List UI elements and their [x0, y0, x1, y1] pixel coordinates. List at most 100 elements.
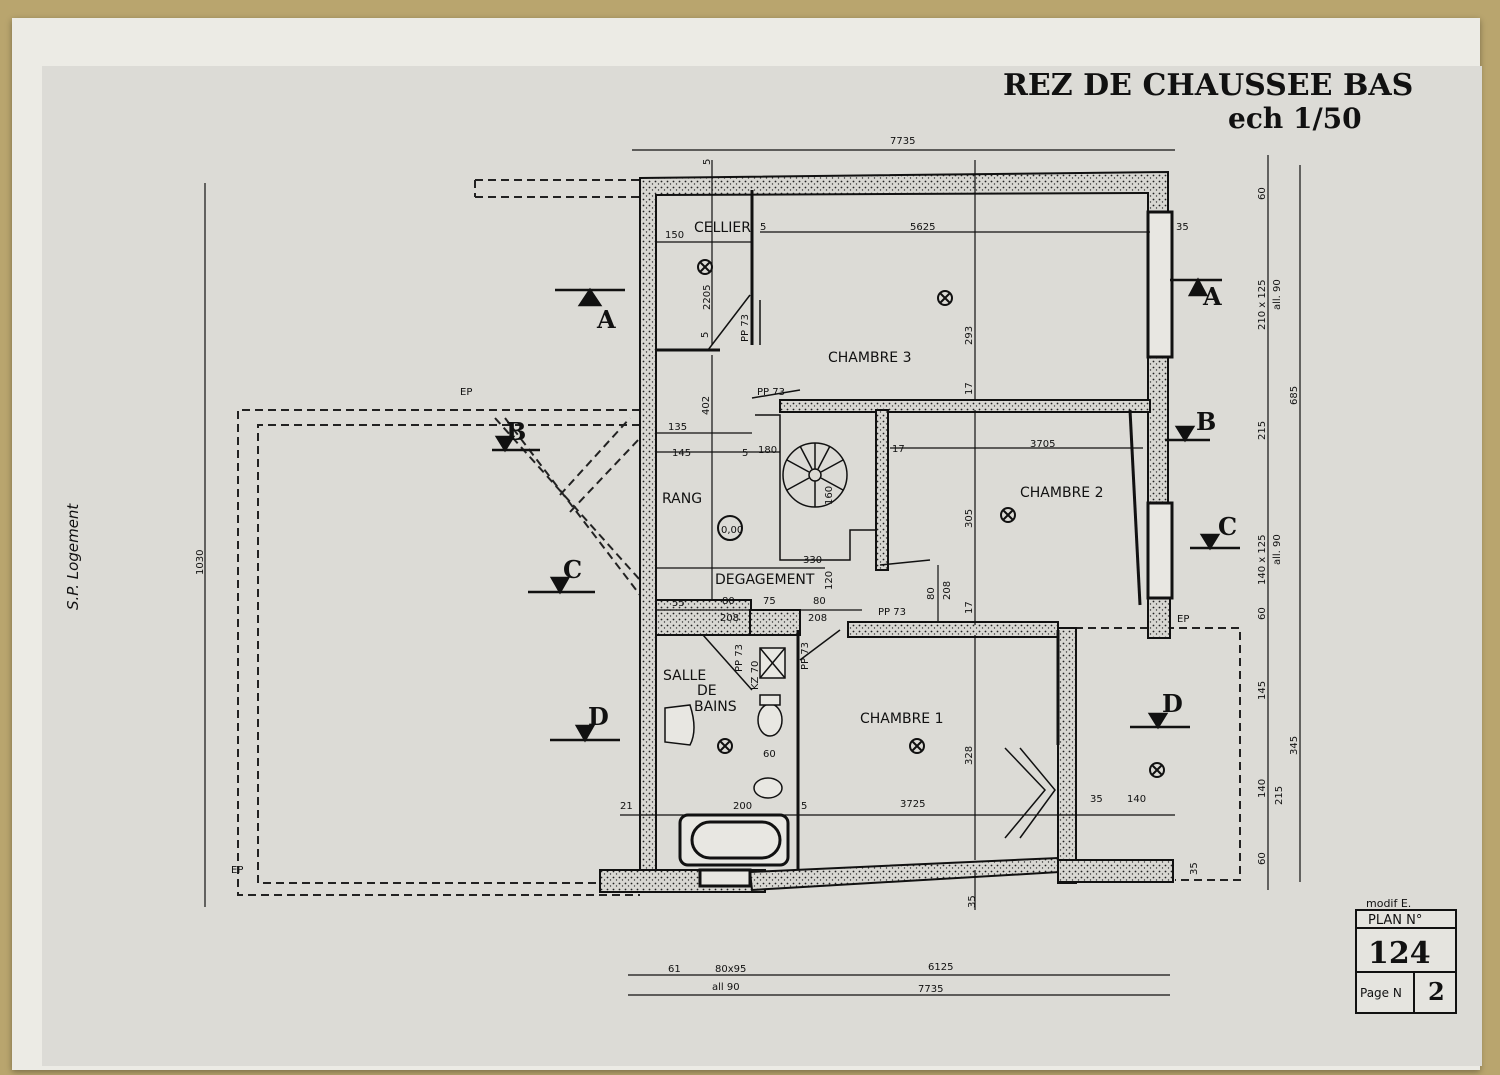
dimension-text: 35	[1176, 222, 1189, 233]
dimension-text: all 90	[712, 982, 740, 993]
interior-walls	[656, 190, 1174, 888]
dimension-text: 3705	[1030, 439, 1055, 450]
ep-label-1: EP	[460, 387, 472, 398]
print-area	[42, 66, 1482, 1066]
dimension-text: 140	[1257, 779, 1268, 798]
section-c-left: C	[563, 555, 582, 584]
dimension-text: 5	[801, 801, 807, 812]
section-c-right: C	[1218, 512, 1237, 541]
walls	[599, 170, 1174, 893]
dimension-text: 215	[1274, 786, 1285, 805]
dimension-text: 328	[964, 746, 975, 765]
dimension-text: 60	[1257, 607, 1268, 620]
dimension-text: 80	[926, 587, 937, 600]
dimension-text: 80x95	[715, 964, 746, 975]
door-label-pp73-b: PP 73	[740, 314, 751, 342]
sanitary-fixtures	[664, 647, 786, 799]
room-degagement: DEGAGEMENT	[715, 572, 815, 588]
dimension-text: 17	[964, 382, 975, 395]
dimension-text: 2205	[702, 285, 713, 310]
spiral-staircase	[755, 414, 876, 561]
dimension-text: 685	[1289, 386, 1300, 405]
door-label-pp73-e: PP 73	[800, 642, 811, 670]
section-d-right: D	[1162, 689, 1183, 718]
room-cellier: CELLIER	[694, 220, 751, 236]
dimension-text: 35	[1090, 794, 1103, 805]
ep-label-2: EP	[231, 865, 243, 876]
room-chambre-1: CHAMBRE 1	[860, 711, 944, 727]
dimension-text: 135	[668, 422, 687, 433]
dimension-text: 3725	[900, 799, 925, 810]
dimension-text: 7735	[918, 984, 943, 995]
dimension-text: 60	[1257, 852, 1268, 865]
plan-scale: ech 1/50	[1228, 102, 1362, 135]
page-label: Page N	[1360, 986, 1402, 1000]
dimension-text: 5	[702, 159, 713, 165]
dimension-text: 35	[967, 895, 978, 908]
section-markers	[492, 277, 1240, 743]
dimension-text: 120	[824, 571, 835, 590]
dimension-text: 208	[808, 613, 827, 624]
dimension-text: 6125	[928, 962, 953, 973]
side-note: S.P. Logement	[64, 503, 82, 610]
section-b-right: B	[1196, 407, 1216, 436]
ep-label-3: EP	[1177, 614, 1189, 625]
dimension-text: 5	[742, 448, 748, 459]
dimension-text: 60	[763, 749, 776, 760]
dimension-text: 150	[665, 230, 684, 241]
terrace-outline	[237, 179, 1241, 896]
dimension-text: 5625	[910, 222, 935, 233]
door-label-pp73-a: PP 73	[757, 387, 785, 398]
door-label-pp73-d: PP 73	[734, 644, 745, 672]
door-label-pp73-c: PP 73	[878, 607, 906, 618]
dimension-text: 215	[1257, 421, 1268, 440]
dimension-text: 7735	[890, 136, 915, 147]
dimension-text: 17	[892, 444, 905, 455]
dimension-text: 210 x 125	[1257, 280, 1268, 330]
dimension-text: 1030	[195, 550, 206, 575]
dimension-text: 140	[1127, 794, 1146, 805]
modif-label: modif E.	[1366, 897, 1411, 910]
dimension-text: 145	[1257, 681, 1268, 700]
door-swings	[702, 294, 1056, 839]
light-fixtures	[697, 259, 1165, 778]
dimension-text: 330	[803, 555, 822, 566]
dimension-text: 55	[672, 598, 685, 609]
plan-number-box: modif E. PLAN N° 124 Page N 2	[1355, 897, 1457, 1014]
room-chambre-3: CHAMBRE 3	[828, 350, 912, 366]
dimension-text: 17	[964, 601, 975, 614]
section-a-right: A	[1202, 282, 1222, 311]
dimension-text: 80	[722, 596, 735, 607]
dimension-text: 60	[1257, 187, 1268, 200]
dimension-text: 160	[824, 486, 835, 505]
dimension-text: 5	[760, 222, 766, 233]
dimension-lines	[204, 149, 1301, 996]
room-rang: RANG	[662, 491, 702, 507]
dimension-text: 75	[763, 596, 776, 607]
page-number: 2	[1428, 977, 1445, 1006]
dimension-text: 402	[701, 396, 712, 415]
dimension-text: 345	[1289, 736, 1300, 755]
plan-number: 124	[1368, 936, 1431, 971]
section-b-left: B	[506, 417, 526, 446]
door-label-kz70: KZ 70	[750, 661, 761, 690]
section-d-left: D	[588, 702, 609, 731]
dimension-text: 5	[700, 332, 711, 338]
dimension-text: 293	[964, 326, 975, 345]
section-a-left: A	[596, 305, 616, 334]
dimension-text: 145	[672, 448, 691, 459]
dimension-texts: 7735 150 5 5625 35 2205 5 5 293 17 402 1…	[195, 136, 1300, 995]
plan-label: PLAN N°	[1368, 913, 1422, 928]
room-de: DE	[697, 683, 717, 699]
level-mark: 0,00	[721, 525, 743, 536]
dimension-text: 35	[1189, 862, 1200, 875]
room-chambre-2: CHAMBRE 2	[1020, 485, 1104, 501]
dimension-text: all. 90	[1272, 279, 1283, 310]
dimension-text: 180	[758, 445, 777, 456]
dimension-text: 200	[733, 801, 752, 812]
room-bains: BAINS	[694, 699, 737, 715]
dimension-text: all. 90	[1272, 534, 1283, 565]
room-salle: SALLE	[663, 668, 706, 684]
dimension-text: 305	[964, 509, 975, 528]
